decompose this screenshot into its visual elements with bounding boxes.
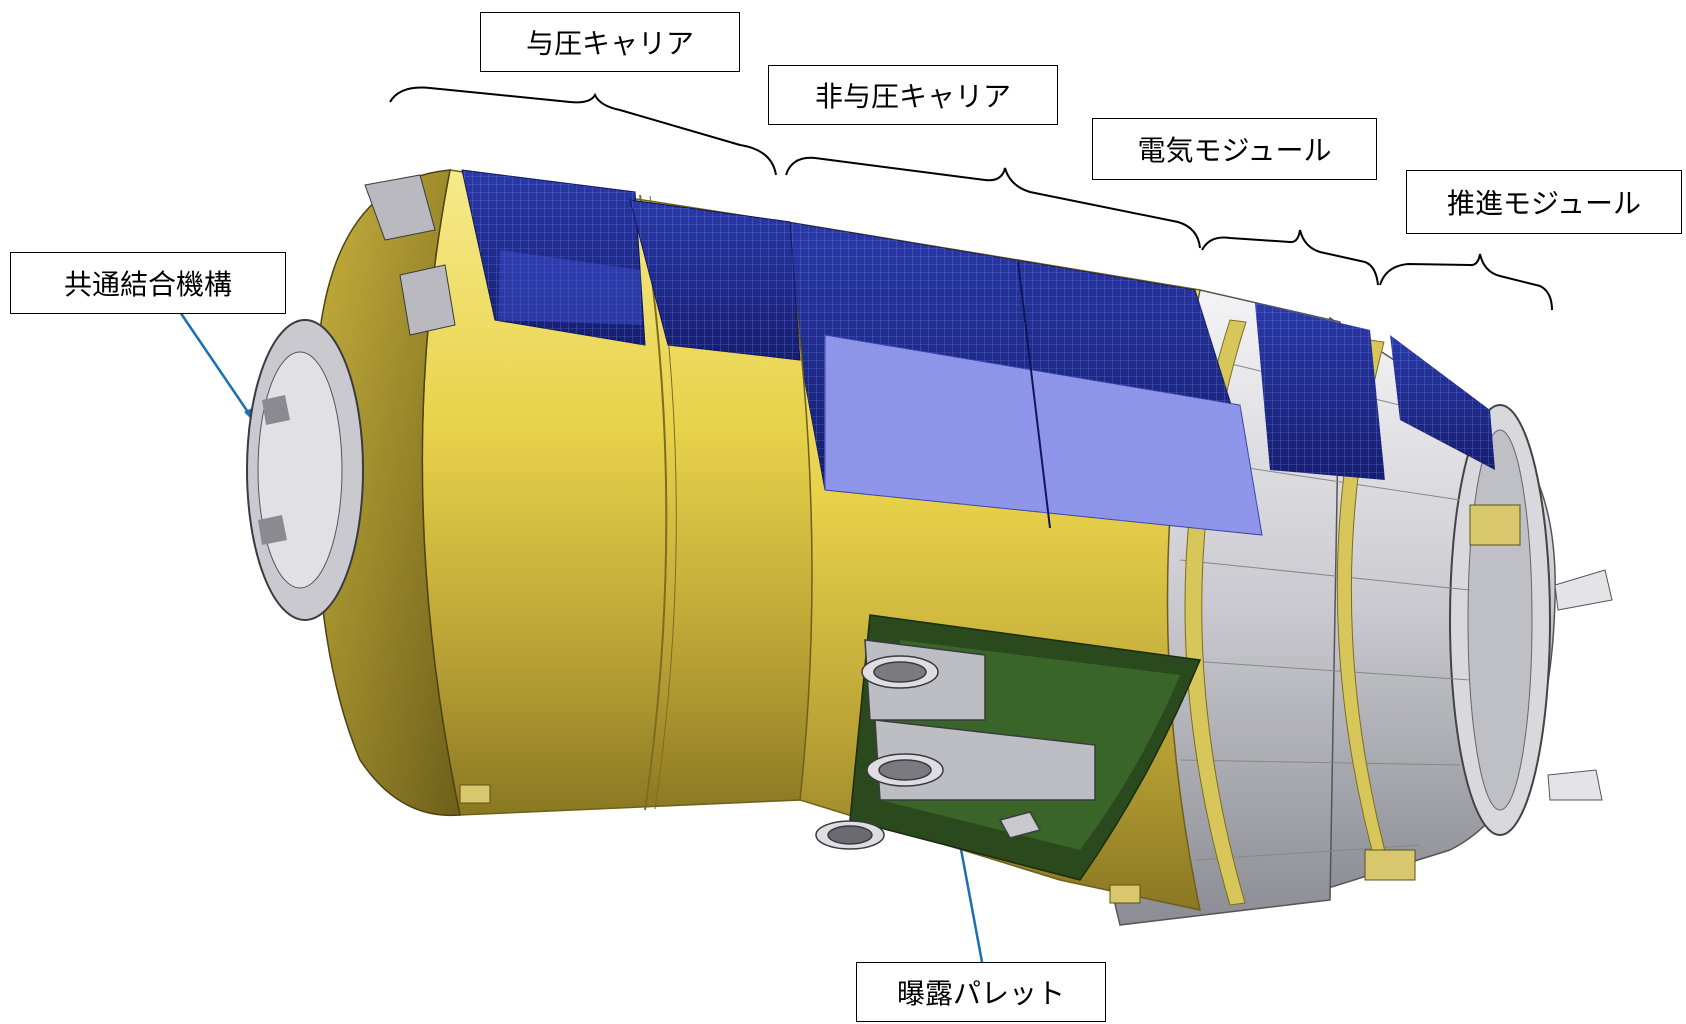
label-unpressurized-carrier: 非与圧キャリア xyxy=(768,65,1058,125)
brace-avionics xyxy=(1201,229,1379,286)
label-exposed-pallet: 曝露パレット xyxy=(856,962,1106,1022)
brace-pressurized xyxy=(389,86,777,176)
label-pressurized-carrier: 与圧キャリア xyxy=(480,12,740,72)
label-avionics-module: 電気モジュール xyxy=(1092,118,1377,180)
label-common-berthing-mechanism: 共通結合機構 xyxy=(10,252,286,314)
spacecraft-body xyxy=(246,169,1613,926)
main-engine-nozzle-lower xyxy=(1547,769,1603,801)
cbm-arrow xyxy=(178,311,256,424)
label-propulsion-module: 推進モジュール xyxy=(1406,170,1682,234)
brace-unpressurized xyxy=(785,156,1201,249)
main-engine-nozzle xyxy=(1554,569,1613,611)
exposed-pallet xyxy=(815,639,1096,850)
brace-propulsion xyxy=(1379,253,1553,311)
rcs-thruster-block xyxy=(364,174,436,241)
